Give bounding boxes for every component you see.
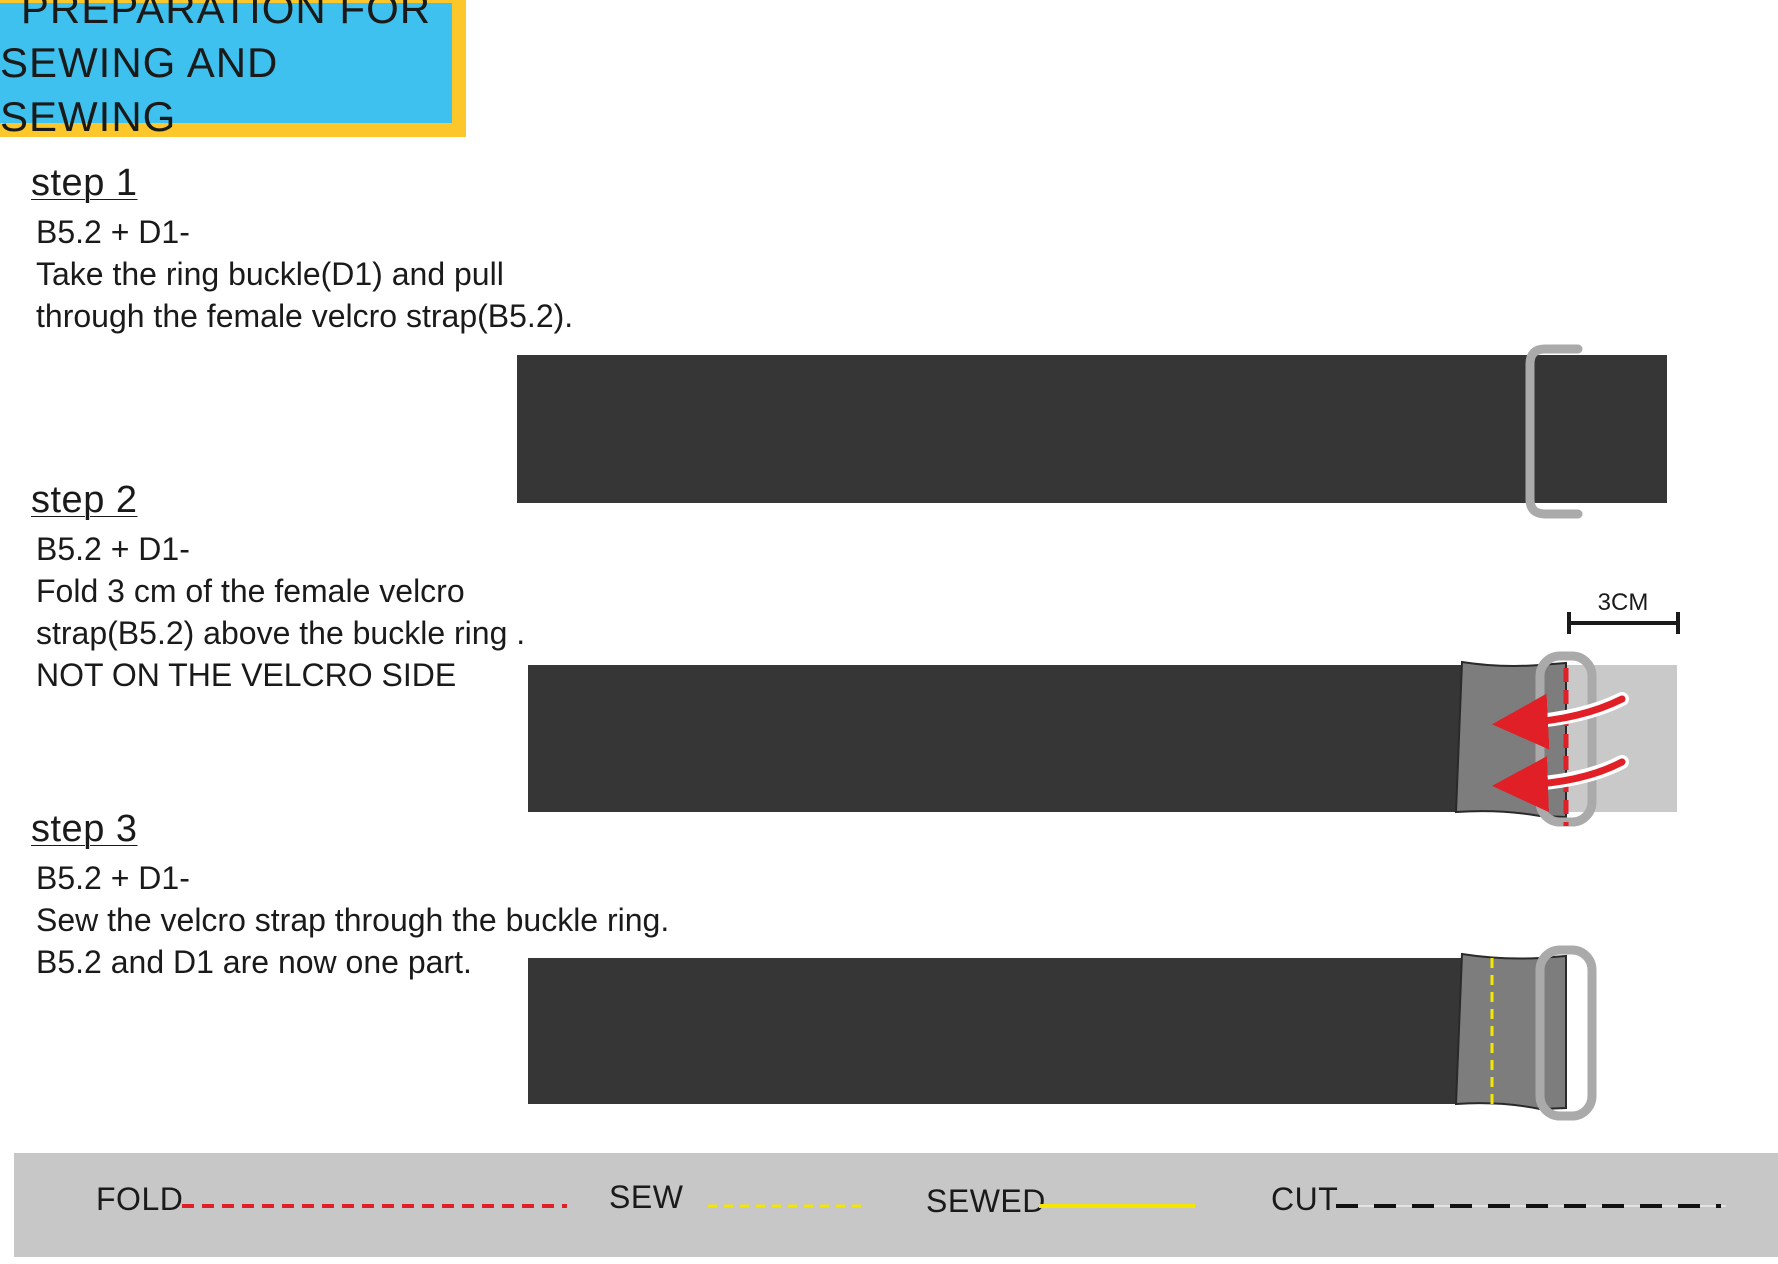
step-2: step 2 B5.2 + D1- Fold 3 cm of the femal…: [31, 479, 525, 696]
fold-arrow-icon: [1492, 756, 1626, 813]
fold-arrow-icon: [1492, 693, 1626, 750]
step-3-instruction-line: Sew the velcro strap through the buckle …: [36, 902, 670, 938]
folded-strap: [1454, 660, 1567, 819]
velcro-strap: [528, 958, 1466, 1104]
page-title: PREPARATION FOR SEWING AND SEWING: [0, 0, 466, 140]
step-3: step 3 B5.2 + D1- Sew the velcro strap t…: [31, 808, 669, 983]
legend-sew-line: [708, 1204, 864, 1208]
step-1-illustration: [517, 344, 1667, 519]
legend-sew-label: SEW: [609, 1179, 684, 1215]
step-2-parts: B5.2 + D1-: [36, 531, 190, 567]
legend-fold-line: [182, 1204, 567, 1208]
step-1: step 1 B5.2 + D1- Take the ring buckle(D…: [31, 162, 573, 337]
velcro-strap: [517, 355, 1667, 503]
step-2-instruction-line: Fold 3 cm of the female velcro: [36, 573, 465, 609]
page-title-line-2: SEWING AND SEWING: [0, 39, 279, 140]
step-2-illustration: 3CM: [528, 589, 1680, 827]
step-1-instruction-line: through the female velcro strap(B5.2).: [36, 298, 574, 334]
legend-fold-label: FOLD: [96, 1181, 184, 1217]
step-1-title: step 1: [31, 162, 138, 204]
step-3-title: step 3: [31, 808, 138, 850]
step-2-title: step 2: [31, 479, 138, 521]
line-legend: FOLD SEW SEWED CUT: [14, 1153, 1778, 1257]
step-2-instruction-line: strap(B5.2) above the buckle ring .: [36, 615, 526, 651]
step-1-parts: B5.2 + D1-: [36, 214, 190, 250]
step-3-instruction-line: B5.2 and D1 are now one part.: [36, 944, 472, 980]
buckle-ring: [1535, 945, 1597, 1121]
step-1-instruction-line: Take the ring buckle(D1) and pull: [36, 256, 504, 292]
legend-sewed-line: [1039, 1204, 1195, 1208]
velcro-strap: [528, 665, 1466, 812]
legend-cut-label: CUT: [1271, 1181, 1339, 1217]
step-3-parts: B5.2 + D1-: [36, 860, 190, 896]
measurement-label: 3CM: [1598, 589, 1649, 616]
step-3-illustration: [528, 945, 1597, 1121]
measurement-bracket: [1567, 612, 1680, 634]
legend-cut-line: [1336, 1204, 1726, 1208]
step-2-instruction-line: NOT ON THE VELCRO SIDE: [36, 657, 457, 693]
legend-sewed-label: SEWED: [926, 1183, 1046, 1219]
buckle-ring: [1525, 344, 1583, 519]
folded-strap: [1454, 952, 1567, 1111]
page-title-line-1: PREPARATION FOR: [20, 0, 432, 32]
